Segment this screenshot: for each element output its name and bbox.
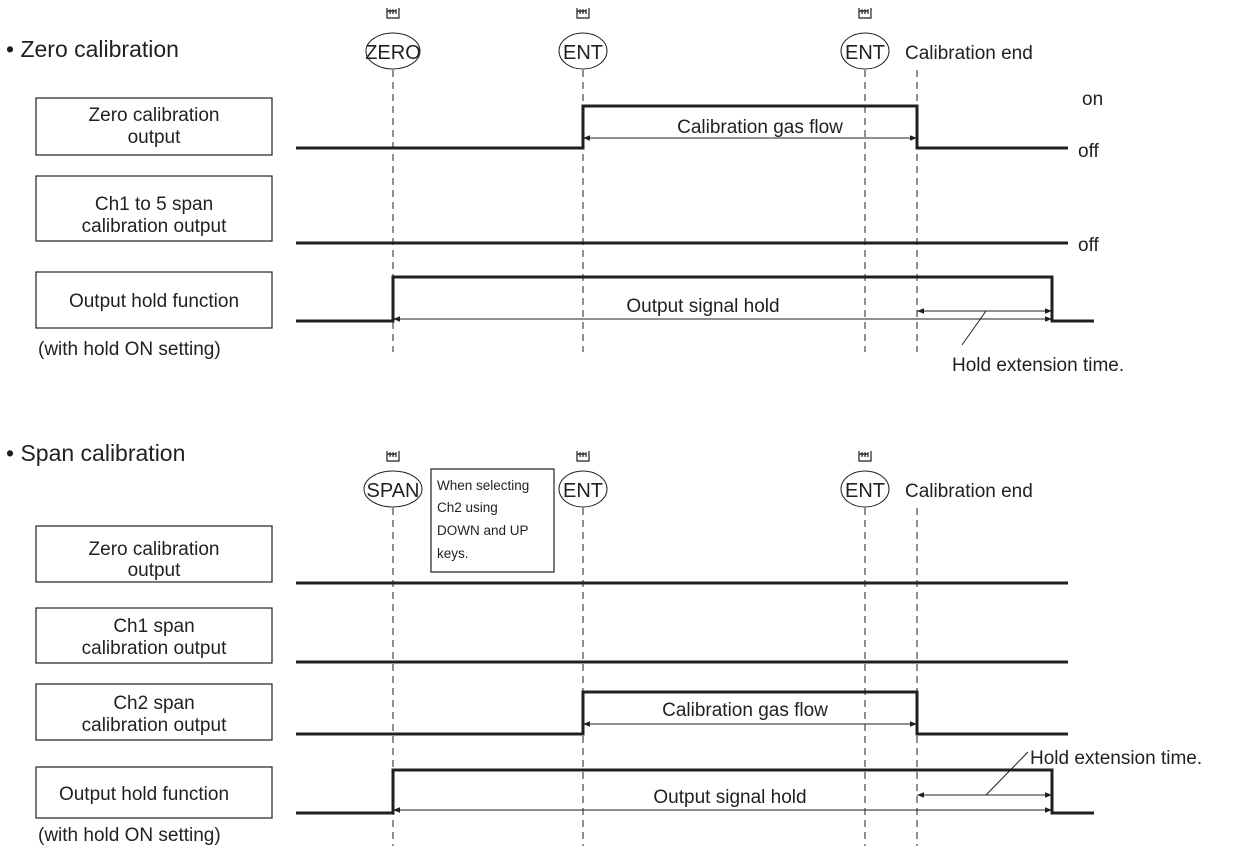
zero-output-waveform xyxy=(296,104,1068,150)
state-on-label: on xyxy=(1082,89,1103,110)
ch2-output-waveform xyxy=(296,690,1068,736)
span-row-zero-output-box: Zero calibration output xyxy=(35,525,273,583)
channel-select-note: When selecting Ch2 using DOWN and UP key… xyxy=(430,468,555,573)
svg-text:Output hold function: Output hold function xyxy=(59,784,229,805)
zero-key-zero: ZERO xyxy=(365,7,421,70)
signal-hold-label: Output signal hold xyxy=(653,787,806,808)
finger-press-icon xyxy=(576,7,590,19)
key-label: ENT xyxy=(845,480,885,502)
span-key-ent-2: ENT xyxy=(840,450,890,508)
span-key-ent-1: ENT xyxy=(558,450,608,508)
hold-waveform xyxy=(296,768,1094,815)
span-calibration-end-label: Calibration end xyxy=(905,481,1033,502)
svg-text:Output hold function: Output hold function xyxy=(69,291,239,312)
zero-row-span-output-box: Ch1 to 5 span calibration output xyxy=(35,175,273,242)
span-calibration-section: • Span calibration SPAN ENT ENT Calibrat… xyxy=(6,440,1202,846)
zero-row-zero-output-box: Zero calibration output xyxy=(35,97,273,156)
finger-press-icon xyxy=(858,7,872,19)
svg-text:Ch2 span: Ch2 span xyxy=(113,693,194,714)
span-section-title: • Span calibration xyxy=(6,440,185,466)
span-row-hold-box: Output hold function xyxy=(35,766,273,819)
finger-press-icon xyxy=(858,450,872,462)
zero-section-title: • Zero calibration xyxy=(6,36,179,62)
svg-text:calibration output: calibration output xyxy=(82,216,227,237)
key-outline xyxy=(365,32,421,70)
span-row-ch2-output-box: Ch2 span calibration output xyxy=(35,683,273,741)
zero-row-hold-box: Output hold function xyxy=(35,271,273,329)
svg-text:output: output xyxy=(128,127,182,148)
svg-text:output: output xyxy=(128,560,182,581)
hold-extension-label: Hold extension time. xyxy=(952,355,1124,376)
key-outline xyxy=(558,470,608,508)
zero-calibration-end-label: Calibration end xyxy=(905,43,1033,64)
finger-press-icon xyxy=(386,450,400,462)
hold-extension-leader xyxy=(961,310,987,346)
span-key-span: SPAN xyxy=(363,450,423,508)
key-outline xyxy=(840,32,890,70)
zero-key-ent-2: ENT xyxy=(840,7,890,70)
finger-press-icon xyxy=(576,450,590,462)
svg-text:Zero calibration: Zero calibration xyxy=(89,539,220,560)
gas-flow-label: Calibration gas flow xyxy=(662,700,828,721)
svg-text:DOWN and UP: DOWN and UP xyxy=(437,523,529,538)
zero-calibration-section: • Zero calibration ZERO ENT ENT Calibrat… xyxy=(6,7,1124,376)
key-label: ZERO xyxy=(365,42,421,64)
key-label: ENT xyxy=(563,480,603,502)
svg-text:Ch1 span: Ch1 span xyxy=(113,616,194,637)
svg-text:When selecting: When selecting xyxy=(437,478,529,493)
key-label: SPAN xyxy=(367,480,420,502)
key-outline xyxy=(363,470,423,508)
svg-text:Ch1 to 5 span: Ch1 to 5 span xyxy=(95,194,213,215)
svg-text:keys.: keys. xyxy=(437,546,469,561)
zero-hold-sublabel: (with hold ON setting) xyxy=(38,339,221,360)
svg-text:Zero calibration: Zero calibration xyxy=(89,105,220,126)
key-label: ENT xyxy=(563,42,603,64)
zero-key-ent-1: ENT xyxy=(558,7,608,70)
gas-flow-label: Calibration gas flow xyxy=(677,117,843,138)
svg-text:Ch2 using: Ch2 using xyxy=(437,500,498,515)
svg-text:calibration output: calibration output xyxy=(82,638,227,659)
key-outline xyxy=(558,32,608,70)
svg-text:calibration output: calibration output xyxy=(82,715,227,736)
hold-waveform xyxy=(296,275,1094,323)
signal-hold-label: Output signal hold xyxy=(626,296,779,317)
key-outline xyxy=(840,470,890,508)
state-off-label: off xyxy=(1078,235,1100,256)
state-off-label: off xyxy=(1078,141,1100,162)
hold-extension-leader xyxy=(985,751,1029,796)
hold-extension-label: Hold extension time. xyxy=(1030,748,1202,769)
span-hold-sublabel: (with hold ON setting) xyxy=(38,825,221,846)
key-label: ENT xyxy=(845,42,885,64)
span-row-ch1-output-box: Ch1 span calibration output xyxy=(35,607,273,664)
finger-press-icon xyxy=(386,7,400,19)
